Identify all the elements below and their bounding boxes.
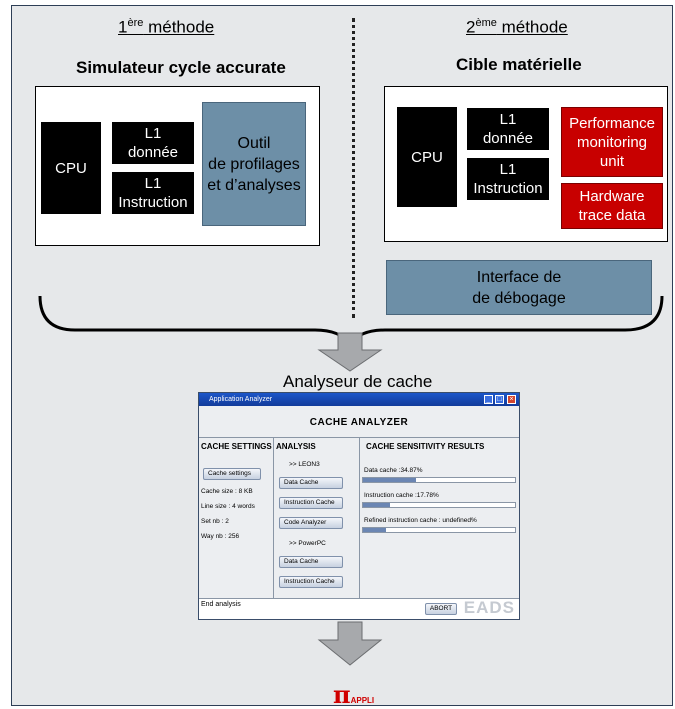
left-l1-data-block: L1 donnée (112, 122, 194, 164)
setting-cache-size: Cache size : 8 KB (201, 488, 253, 495)
minimize-icon[interactable]: _ (484, 395, 493, 404)
left-subtitle: Simulateur cycle accurate (76, 58, 286, 77)
result-instruction-cache-bar (362, 502, 516, 508)
instruction-cache-button-2[interactable]: Instruction Cache (279, 576, 343, 588)
data-cache-button-2[interactable]: Data Cache (279, 556, 343, 568)
app-title: CACHE ANALYZER (309, 417, 409, 428)
window-title: Application Analyzer (209, 396, 273, 403)
analysis-header: ANALYSIS (276, 442, 316, 451)
application-window: Application Analyzer _ □ × CACHE ANALYZE… (198, 392, 520, 620)
left-l1-instruction-block: L1 Instruction (112, 172, 194, 214)
down-arrow-bottom (317, 621, 383, 666)
setting-way-nb: Way nb : 256 (201, 533, 240, 540)
analyser-caption: Analyseur de cache (283, 372, 433, 391)
status-bar: End analysis ABORT EADS (199, 598, 519, 619)
close-icon[interactable]: × (507, 395, 516, 404)
left-cpu-block: CPU (41, 122, 101, 214)
method-divider (352, 18, 355, 318)
eads-logo: EADS (463, 598, 515, 617)
result-data-cache-bar (362, 477, 516, 483)
down-arrow-top (317, 332, 383, 372)
result-refined-cache-fill (363, 528, 386, 532)
cache-settings-button[interactable]: Cache settings (203, 468, 261, 480)
right-l1-data-block: L1 donnée (467, 108, 549, 150)
status-text: End analysis (201, 601, 241, 608)
right-subtitle: Cible matérielle (456, 55, 582, 74)
result-instruction-cache-label: Instruction cache :17.78% (364, 492, 439, 499)
setting-set-nb: Set nb : 2 (201, 518, 229, 525)
right-heading: 2ème méthode (466, 17, 568, 37)
right-l1-instruction-block: L1 Instruction (467, 158, 549, 200)
pmu-block: Performance monitoring unit (561, 107, 663, 177)
powerpc-label: >> PowerPC (289, 540, 326, 547)
hardware-trace-block: Hardware trace data (561, 183, 663, 229)
result-data-cache-label: Data cache :34.87% (364, 467, 423, 474)
result-instruction-cache-fill (363, 503, 391, 507)
result-data-cache-fill (363, 478, 416, 482)
setting-line-size: Line size : 4 words (201, 503, 255, 510)
right-cpu-block: CPU (397, 107, 457, 207)
result-refined-cache-bar (362, 527, 516, 533)
result-refined-cache-label: Refined instruction cache : undefined% (364, 517, 477, 524)
debug-interface-block: Interface de de débogage (386, 260, 652, 315)
data-cache-button[interactable]: Data Cache (279, 477, 343, 489)
left-heading: 1ère méthode (118, 17, 215, 37)
settings-header: CACHE SETTINGS (201, 442, 272, 451)
code-analyzer-button[interactable]: Code Analyzer (279, 517, 343, 529)
window-titlebar: Application Analyzer (199, 393, 519, 406)
maximize-icon[interactable]: □ (495, 395, 504, 404)
instruction-cache-button[interactable]: Instruction Cache (279, 497, 343, 509)
pi-appli-symbol: πAPPLI (333, 680, 375, 709)
abort-button[interactable]: ABORT (425, 603, 457, 615)
col-divider-1 (273, 437, 274, 600)
profiling-tool-block: Outil de profilages et d’analyses (202, 102, 306, 226)
results-header: CACHE SENSITIVITY RESULTS (366, 442, 485, 451)
leon3-label: >> LEON3 (289, 461, 320, 468)
col-divider-2 (359, 437, 360, 600)
